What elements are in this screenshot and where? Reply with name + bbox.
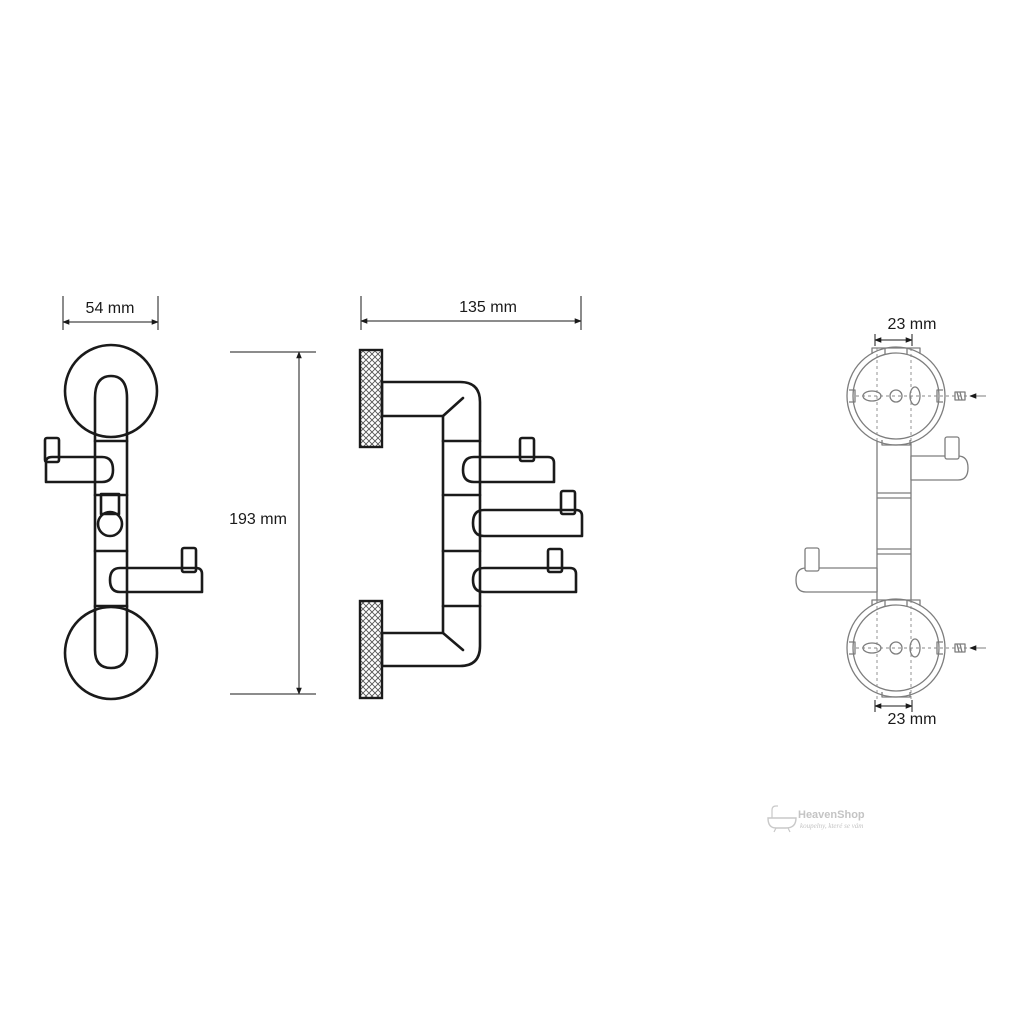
front-hook-left [43,436,115,484]
front-width-label: 54 mm [86,300,135,317]
watermark-tagline: koupelny, které se vám [800,822,863,830]
rear-view: 23 mm [795,316,986,728]
bottom-hole-label: 23 mm [888,711,937,728]
front-view: 54 mm [43,296,204,701]
top-rosette [63,343,159,439]
front-width-dimension: 54 mm [62,296,159,330]
watermark-brand: HeavenShop [798,809,865,821]
front-rail [93,374,129,670]
top-hole-label: 23 mm [888,316,937,333]
rear-hook-left [795,547,878,593]
rear-hook-right [910,436,969,481]
bottom-hole-dimension: 23 mm [874,700,937,728]
wall-plate-bottom [358,599,384,700]
side-hook-3 [471,547,578,594]
rear-mount-top [846,346,986,446]
side-view: 135 mm [358,296,584,700]
rear-rail [876,429,912,623]
rear-mount-bottom [846,598,986,700]
height-dimension: 193 mm [229,351,316,695]
watermark: HeavenShop koupelny, které se vám [767,805,865,833]
bottom-rosette [63,605,159,701]
front-middle-knob [96,492,124,538]
side-depth-dimension: 135 mm [360,296,582,330]
top-hole-dimension: 23 mm [874,316,937,346]
bathtub-logo-icon [767,805,797,833]
height-label: 193 mm [229,511,287,528]
side-hook-2 [471,489,584,538]
front-hook-right [108,546,204,594]
side-hook-1 [461,436,556,484]
side-depth-label: 135 mm [459,299,517,316]
wall-plate-top [358,348,384,449]
side-tube [380,380,482,668]
